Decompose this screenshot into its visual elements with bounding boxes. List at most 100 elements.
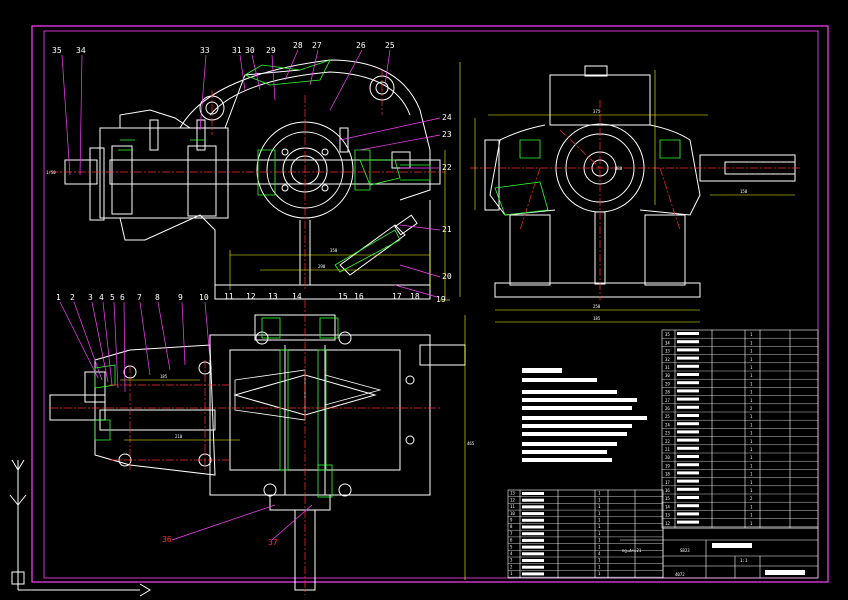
bom-right-row-qty: 1: [750, 381, 753, 386]
bom-right-row-qty: 1: [750, 422, 753, 427]
bom-left-row-qty: 1: [598, 524, 601, 529]
bom-left-row-qty: 1: [598, 491, 601, 496]
dim-250: 250: [593, 304, 601, 309]
callout-31: 31: [232, 46, 242, 55]
callout-34: 34: [76, 46, 86, 55]
ucs-icon: [9, 459, 151, 597]
bom-right-row-qty: 2: [750, 496, 753, 501]
bom-right-row-no: 35: [665, 332, 670, 337]
bom-right-row-no: 19: [665, 463, 670, 468]
bom-right-row-code: [677, 479, 699, 483]
plan-view: [49, 314, 466, 591]
bom-right-row-code: [677, 397, 699, 401]
dim-185-plan: 185: [160, 374, 168, 379]
bom-right-row-qty: 1: [750, 431, 753, 436]
callout-1: 1: [56, 293, 61, 302]
bom-left-row-no: 8: [510, 524, 513, 529]
bom-right-row-code: [677, 520, 699, 524]
bom-right-row-code: [677, 364, 699, 368]
scale-label: 1:1: [740, 558, 748, 563]
bom-right-row-qty: 1: [750, 414, 753, 419]
bom-right-row-code: [677, 332, 699, 335]
bom-right-row-code: [677, 487, 699, 491]
side-view-centerlines: [470, 100, 800, 300]
bom-left-row-code: [522, 532, 544, 536]
bom-left-row-qty: 1: [598, 544, 601, 549]
bom-right-row-code: [677, 455, 699, 458]
bom-right-row-no: 16: [665, 488, 670, 493]
callout-11: 11: [224, 292, 234, 301]
callout-12: 12: [246, 292, 256, 301]
bom-left-row-code: [522, 492, 544, 495]
bom-left-row-qty: 1: [598, 571, 601, 576]
bom-left-row-code: [522, 525, 544, 529]
bom-left-row-no: 1: [510, 571, 513, 576]
bom-right-row-qty: 1: [750, 521, 753, 526]
bom-right-row-code: [677, 438, 699, 442]
bom-right-row-no: 26: [665, 406, 670, 411]
bom-right-row-no: 13: [665, 513, 670, 518]
bom-right-row-no: 29: [665, 381, 670, 386]
bom-right-row-no: 31: [665, 365, 670, 370]
bom-left-row-no: 4: [510, 551, 513, 556]
bom-right-row-code: [677, 373, 699, 376]
callout-33: 33: [200, 46, 210, 55]
bom-left-row-no: 7: [510, 531, 513, 536]
callout-30: 30: [245, 46, 255, 55]
bom-right-row-code: [677, 496, 699, 499]
bom-right-row-qty: 1: [750, 463, 753, 468]
bom-right-row-code: [677, 405, 699, 409]
bom-right-row-code: [677, 381, 699, 385]
callout-15: 15: [338, 292, 348, 301]
side-view-dimensions: [459, 62, 795, 323]
dim-290: 290: [318, 264, 326, 269]
title-block: [620, 527, 819, 579]
bom-right-row-qty: 1: [750, 357, 753, 362]
callout-23: 23: [442, 130, 452, 139]
note-formula: ng=Δ×=21: [622, 548, 642, 553]
bom-left-row-no: 2: [510, 564, 513, 569]
front-view-centerlines: [50, 70, 445, 290]
bom-right-row-code: [677, 422, 699, 426]
bom-right-row-qty: 1: [750, 439, 753, 444]
bom-left-row-no: 3: [510, 558, 513, 563]
bom-right-row-code: [677, 504, 699, 508]
bom-right-row-no: 24: [665, 422, 670, 427]
callout-10: 10: [199, 293, 209, 302]
bom-right-row-no: 33: [665, 349, 670, 354]
bom-right-row-code: [677, 430, 699, 434]
bom-right-row-no: 22: [665, 439, 670, 444]
callout-22: 22: [442, 163, 452, 172]
bom-right-row-no: 30: [665, 373, 670, 378]
bom-right-row-no: 23: [665, 431, 670, 436]
callout-19: 19: [436, 295, 446, 304]
front-view-hatching: [118, 59, 431, 273]
bom-right-row-code: [677, 471, 699, 475]
plan-view-cones: [234, 369, 382, 421]
bom-left-row-no: 13: [510, 491, 515, 496]
bom-right-row-qty: 1: [750, 504, 753, 509]
bom-left-row-qty: 1: [598, 504, 601, 509]
callout-4: 4: [99, 293, 104, 302]
front-view-dimensions: [229, 150, 450, 301]
bom-left-row-no: 5: [510, 544, 513, 549]
callout-36: 36: [162, 535, 172, 544]
bom-right-row-code: [677, 340, 699, 344]
bom-right-row-no: 20: [665, 455, 670, 460]
callout-18: 18: [410, 292, 420, 301]
bom-right-row-qty: 2: [750, 406, 753, 411]
bom-left-row-code: [522, 565, 544, 569]
callout-2: 2: [70, 293, 75, 302]
dim-465: 465: [467, 441, 475, 446]
bom-right-row-qty: 1: [750, 488, 753, 493]
bom-left-row-qty: 1: [598, 531, 601, 536]
bom-right-row-qty: 1: [750, 447, 753, 452]
callout-29: 29: [266, 46, 276, 55]
dim-375: 375: [593, 109, 601, 114]
callout-35: 35: [52, 46, 62, 55]
bom-right-row-no: 34: [665, 340, 670, 345]
bom-left-row-no: 6: [510, 538, 513, 543]
bom-right-row-code: [677, 512, 699, 516]
bom-left-row-no: 12: [510, 497, 515, 502]
dim-350: 350: [330, 248, 338, 253]
